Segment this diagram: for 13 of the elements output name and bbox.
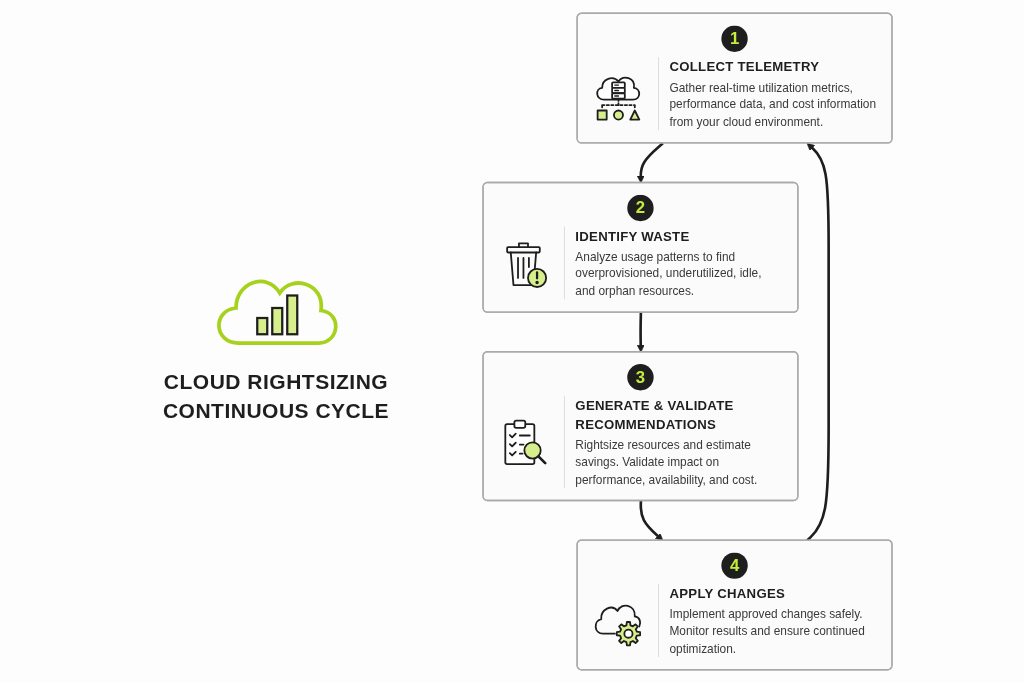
step-heading: IDENTIFY WASTE [575, 227, 690, 246]
step-heading: APPLY CHANGES [669, 584, 786, 603]
step-description: Implement approved changes safely. Monitor results and ensure continued optimization. [669, 607, 866, 656]
arrow [636, 142, 664, 184]
step-heading: GENERATE & VALIDATE RECOMMENDATIONS [575, 396, 735, 434]
step-description: Rightsize resources and estimate savings. Validate impact on performance, availability, and cost. [575, 438, 758, 486]
arrow [806, 143, 830, 542]
arrow [639, 500, 664, 541]
arrow [636, 312, 645, 353]
step-heading: COLLECT TELEMETRY [669, 58, 820, 76]
step-description: Analyze usage patterns to find overprovisioned, underutilized, idle, and orphan resources. [575, 250, 763, 298]
step-description: Gather real-time utilization metrics, performance data, and cost information from your cloud environment. [669, 80, 878, 129]
diagram-title: CLOUD RIGHTSIZING CONTINUOUS CYCLE [161, 369, 391, 424]
